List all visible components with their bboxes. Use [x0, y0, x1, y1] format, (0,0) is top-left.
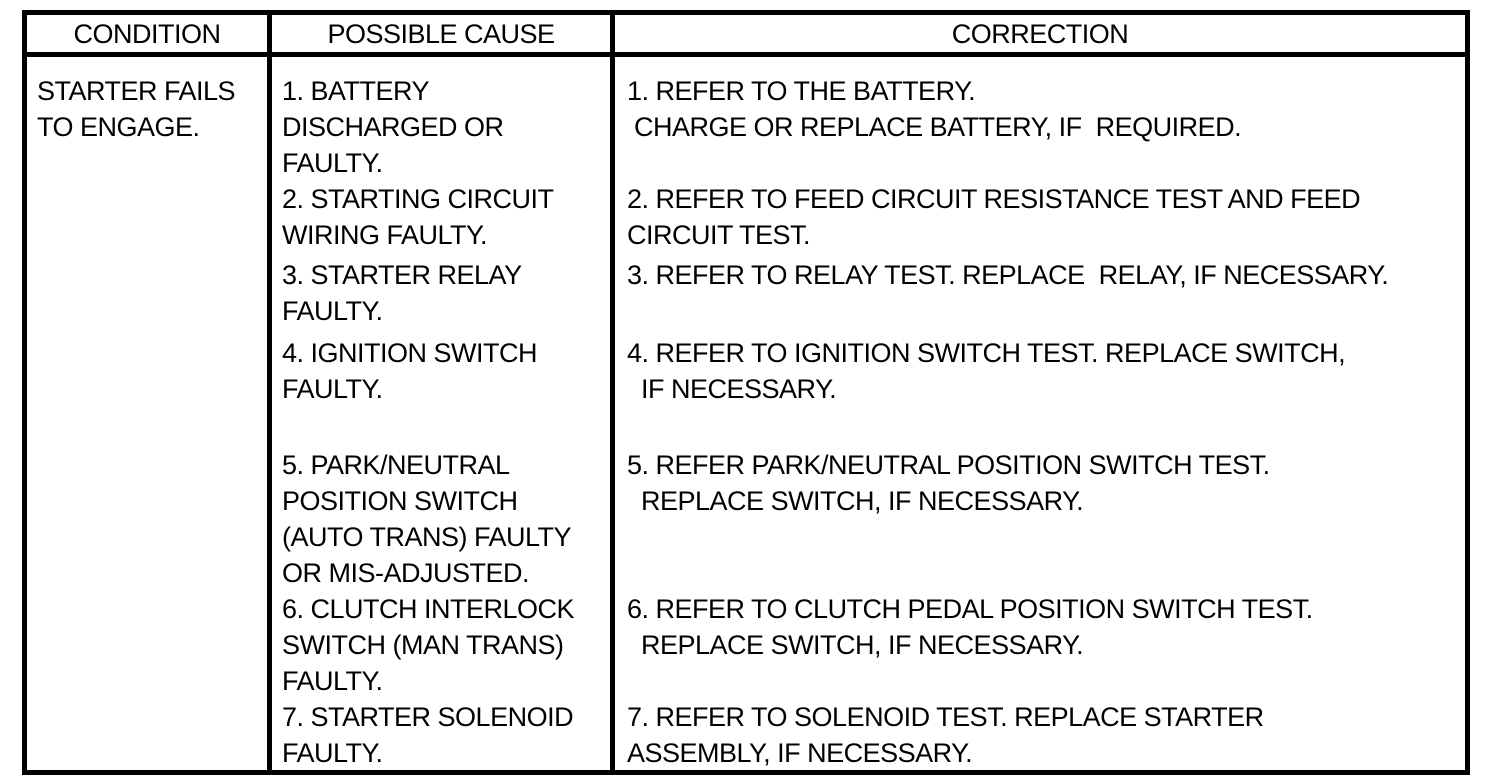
table-body-row: STARTER FAILS TO ENGAGE. 1. BATTERY DISC…	[27, 57, 1465, 771]
cause-item-3: 3. STARTER RELAY FAULTY.	[282, 260, 522, 326]
correction-item-5: 5. REFER PARK/NEUTRAL POSITION SWITCH TE…	[627, 450, 1270, 516]
header-possible-cause: POSSIBLE CAUSE	[272, 15, 615, 52]
condition-text: STARTER FAILS TO ENGAGE.	[37, 76, 236, 142]
cause-item-5: 5. PARK/NEUTRAL POSITION SWITCH (AUTO TR…	[282, 450, 572, 588]
possible-cause-cell: 1. BATTERY DISCHARGED OR FAULTY. 2. STAR…	[272, 57, 615, 771]
correction-item-1: 1. REFER TO THE BATTERY. CHARGE OR REPLA…	[627, 76, 1242, 142]
cause-item-6: 6. CLUTCH INTERLOCK SWITCH (MAN TRANS) F…	[282, 594, 575, 696]
cause-item-7: 7. STARTER SOLENOID FAULTY.	[282, 702, 574, 768]
cause-item-1: 1. BATTERY DISCHARGED OR FAULTY.	[282, 76, 504, 178]
correction-cell: 1. REFER TO THE BATTERY. CHARGE OR REPLA…	[615, 57, 1465, 771]
correction-item-4: 4. REFER TO IGNITION SWITCH TEST. REPLAC…	[627, 338, 1346, 404]
condition-cell: STARTER FAILS TO ENGAGE.	[27, 57, 272, 771]
cause-item-2: 2. STARTING CIRCUIT WIRING FAULTY.	[282, 184, 554, 250]
header-correction: CORRECTION	[951, 19, 1129, 49]
troubleshooting-table: CONDITION POSSIBLE CAUSE CORRECTION STAR…	[22, 10, 1470, 775]
table-header-row: CONDITION POSSIBLE CAUSE CORRECTION	[27, 15, 1465, 57]
correction-item-2: 2. REFER TO FEED CIRCUIT RESISTANCE TEST…	[627, 184, 1361, 250]
correction-item-3: 3. REFER TO RELAY TEST. REPLACE RELAY, I…	[627, 260, 1389, 290]
correction-item-7: 7. REFER TO SOLENOID TEST. REPLACE START…	[627, 702, 1264, 768]
cause-item-4: 4. IGNITION SWITCH FAULTY.	[282, 338, 538, 404]
correction-item-6: 6. REFER TO CLUTCH PEDAL POSITION SWITCH…	[627, 594, 1313, 660]
header-condition: CONDITION	[27, 15, 272, 52]
